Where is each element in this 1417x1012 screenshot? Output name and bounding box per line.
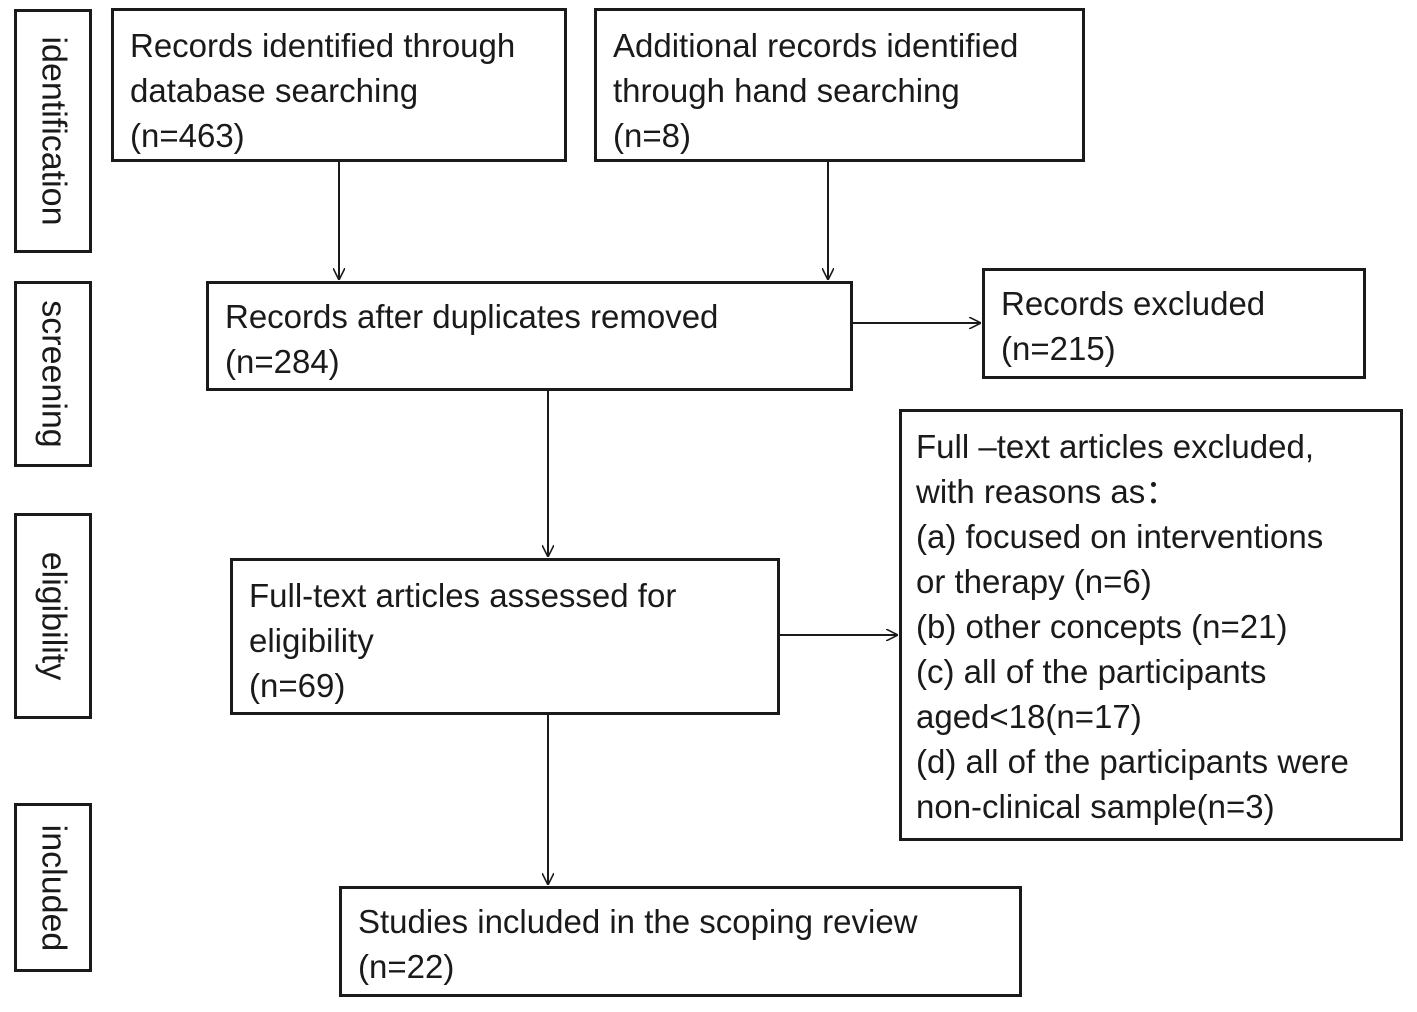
box-text-line: (b) other concepts (n=21) <box>916 608 1288 645</box>
stage-screening: screening <box>14 281 92 467</box>
box-text-line: non-clinical sample(n=3) <box>916 788 1275 825</box>
box-text-line: (n=22) <box>358 948 455 985</box>
box-studies-included: Studies included in the scoping review (… <box>339 886 1022 997</box>
box-text-line: (n=463) <box>130 117 245 154</box>
box-text-line: through hand searching <box>613 72 960 109</box>
box-hand-search-records: Additional records identified through ha… <box>594 8 1085 162</box>
box-text-line: eligibility <box>249 622 374 659</box>
box-text-line: Records excluded <box>1001 285 1266 322</box>
box-text-line: (a) focused on interventions <box>916 518 1324 555</box>
box-text-line: (n=284) <box>225 343 340 380</box>
box-text-line: (c) all of the participants <box>916 653 1267 690</box>
box-text-line: with reasons as： <box>916 473 1179 510</box>
box-records-excluded: Records excluded (n=215) <box>982 268 1366 379</box>
box-text-line: (n=8) <box>613 117 691 154</box>
box-text-line: Studies included in the scoping review <box>358 903 918 940</box>
box-text-line: or therapy (n=6) <box>916 563 1152 600</box>
box-text-line: (d) all of the participants were <box>916 743 1349 780</box>
box-text-line: database searching <box>130 72 419 109</box>
box-text-line: aged<18(n=17) <box>916 698 1142 735</box>
box-text-line: Full –text articles excluded, <box>916 428 1315 465</box>
box-text-line: Additional records identified <box>613 27 1019 64</box>
stage-included: included <box>14 803 92 972</box>
box-text-line: Full-text articles assessed for <box>249 577 677 614</box>
box-fulltext-excluded: Full –text articles excluded, with reaso… <box>899 409 1403 841</box>
box-database-records: Records identified through database sear… <box>111 8 567 162</box>
box-after-duplicates: Records after duplicates removed (n=284) <box>206 281 853 391</box>
box-fulltext-assessed: Full-text articles assessed for eligibil… <box>230 558 780 715</box>
box-text-line: Records identified through <box>130 27 516 64</box>
box-text-line: (n=69) <box>249 667 346 704</box>
box-text-line: Records after duplicates removed <box>225 298 719 335</box>
box-text-line: (n=215) <box>1001 330 1116 367</box>
stage-eligibility: eligibility <box>14 513 92 719</box>
stage-identification: identification <box>14 9 92 253</box>
